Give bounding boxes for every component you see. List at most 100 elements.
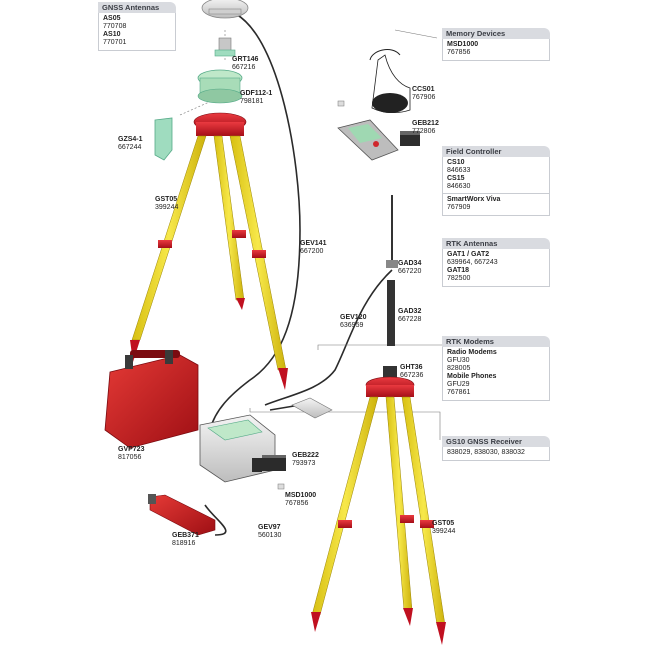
part-name: GAD34 bbox=[398, 260, 422, 267]
label-msd1000: MSD1000 767856 bbox=[285, 492, 316, 508]
part-name: GST05 bbox=[432, 520, 455, 527]
label-gzs4: GZS4-1 667244 bbox=[118, 136, 143, 152]
part-code: 560130 bbox=[258, 532, 282, 539]
label-grt146: GRT146 667216 bbox=[232, 56, 258, 72]
product-code: 767861 bbox=[447, 389, 471, 396]
part-code: 818916 bbox=[172, 540, 196, 547]
box-title: RTK Antennas bbox=[442, 238, 550, 249]
product-code: 838029, 838030, 838032 bbox=[447, 449, 525, 456]
cable-gev120 bbox=[264, 269, 393, 406]
product-code: 639964, 667243 bbox=[447, 259, 498, 266]
product-name: MSD1000 bbox=[447, 41, 479, 48]
product-code: 770701 bbox=[103, 39, 127, 46]
label-gad34: GAD34 667220 bbox=[398, 260, 421, 276]
product-name: GAT1 / GAT2 bbox=[447, 251, 490, 258]
product-name: CS10 bbox=[447, 159, 465, 166]
part-code: 667216 bbox=[232, 64, 256, 71]
part-name: GRT146 bbox=[232, 56, 259, 63]
tripod-left bbox=[130, 112, 288, 390]
cable-gev141 bbox=[209, 13, 301, 431]
label-geb371: GEB371 818916 bbox=[172, 532, 199, 548]
box-memory-devices: Memory Devices MSD1000 767856 bbox=[442, 28, 550, 61]
product-code: 767909 bbox=[447, 204, 471, 211]
product-code: 846633 bbox=[447, 167, 471, 174]
label-gst05-right: GST05 399244 bbox=[432, 520, 455, 536]
gdf112-tribrach bbox=[197, 69, 243, 104]
part-name: GHT36 bbox=[400, 364, 423, 371]
label-gad32: GAD32 667228 bbox=[398, 308, 421, 324]
part-name: GDF112-1 bbox=[240, 90, 273, 97]
box-rtk-antennas: RTK Antennas GAT1 / GAT2 639964, 667243 … bbox=[442, 238, 550, 287]
ccs01-bag bbox=[369, 49, 411, 114]
cable-gev97 bbox=[204, 504, 227, 536]
msd-card-small bbox=[337, 100, 345, 107]
radio-modem bbox=[291, 397, 333, 419]
part-name: GEB371 bbox=[172, 532, 199, 539]
label-ccs01: CCS01 767906 bbox=[412, 86, 435, 102]
label-gvp723: GVP723 817056 bbox=[118, 446, 144, 462]
part-code: 798181 bbox=[240, 98, 264, 105]
product-code: 767856 bbox=[447, 49, 471, 56]
product-code: 782500 bbox=[447, 275, 471, 282]
gnss-antenna bbox=[201, 0, 249, 19]
part-code: 399244 bbox=[155, 204, 179, 211]
box-gs10-receiver: GS10 GNSS Receiver 838029, 838030, 83803… bbox=[442, 436, 550, 461]
part-code: 817056 bbox=[118, 454, 142, 461]
label-gst05-left: GST05 399244 bbox=[155, 196, 178, 212]
geb371-battery bbox=[148, 494, 216, 536]
divider bbox=[443, 193, 549, 194]
part-code: 767906 bbox=[412, 94, 436, 101]
box-field-controller: Field Controller CS10 846633 CS15 846630… bbox=[442, 146, 550, 216]
product-name: SmartWorx Viva bbox=[447, 196, 501, 203]
product-name: GFU29 bbox=[447, 381, 470, 388]
label-gev141: GEV141 667200 bbox=[300, 240, 326, 256]
field-controller bbox=[337, 119, 399, 161]
part-code: 636959 bbox=[340, 322, 364, 329]
geb212-battery bbox=[400, 131, 420, 146]
gvp723-container bbox=[104, 350, 199, 449]
box-title: RTK Modems bbox=[442, 336, 550, 347]
label-geb222: GEB222 793973 bbox=[292, 452, 319, 468]
part-name: GEV141 bbox=[300, 240, 327, 247]
product-group: Mobile Phones bbox=[447, 373, 497, 380]
part-code: 667200 bbox=[300, 248, 324, 255]
part-name: GAD32 bbox=[398, 308, 422, 315]
part-code: 667236 bbox=[400, 372, 424, 379]
label-gev120: GEV120 636959 bbox=[340, 314, 366, 330]
leader-lines bbox=[249, 29, 445, 440]
box-title: Field Controller bbox=[442, 146, 550, 157]
cables bbox=[204, 13, 393, 536]
gzs4-hook bbox=[154, 117, 173, 161]
grt146-adapter bbox=[214, 37, 236, 57]
box-title: GS10 GNSS Receiver bbox=[442, 436, 550, 447]
product-group: Radio Modems bbox=[447, 349, 497, 356]
part-code: 772806 bbox=[412, 128, 436, 135]
part-name: MSD1000 bbox=[285, 492, 317, 499]
product-name: GFU30 bbox=[447, 357, 470, 364]
product-code: 846630 bbox=[447, 183, 471, 190]
product-code: 770708 bbox=[103, 23, 127, 30]
tripod-right bbox=[311, 376, 446, 645]
part-name: CCS01 bbox=[412, 86, 435, 93]
part-name: GEB212 bbox=[412, 120, 439, 127]
product-name: AS05 bbox=[103, 15, 121, 22]
product-name: AS10 bbox=[103, 31, 121, 38]
part-name: GVP723 bbox=[118, 446, 145, 453]
part-code: 399244 bbox=[432, 528, 456, 535]
label-geb212: GEB212 772806 bbox=[412, 120, 439, 136]
box-title: GNSS Antennas bbox=[98, 2, 176, 13]
part-code: 767856 bbox=[285, 500, 309, 507]
part-name: GST05 bbox=[155, 196, 178, 203]
label-ght36: GHT36 667236 bbox=[400, 364, 423, 380]
box-gnss-antennas: GNSS Antennas AS05 770708 AS10 770701 bbox=[98, 2, 176, 51]
product-name: GAT18 bbox=[447, 267, 470, 274]
rtk-antenna bbox=[383, 195, 398, 378]
gs10-receiver bbox=[199, 414, 276, 483]
part-name: GEV120 bbox=[340, 314, 367, 321]
part-code: 667220 bbox=[398, 268, 422, 275]
part-code: 667244 bbox=[118, 144, 142, 151]
part-name: GEV97 bbox=[258, 524, 281, 531]
part-name: GEB222 bbox=[292, 452, 319, 459]
